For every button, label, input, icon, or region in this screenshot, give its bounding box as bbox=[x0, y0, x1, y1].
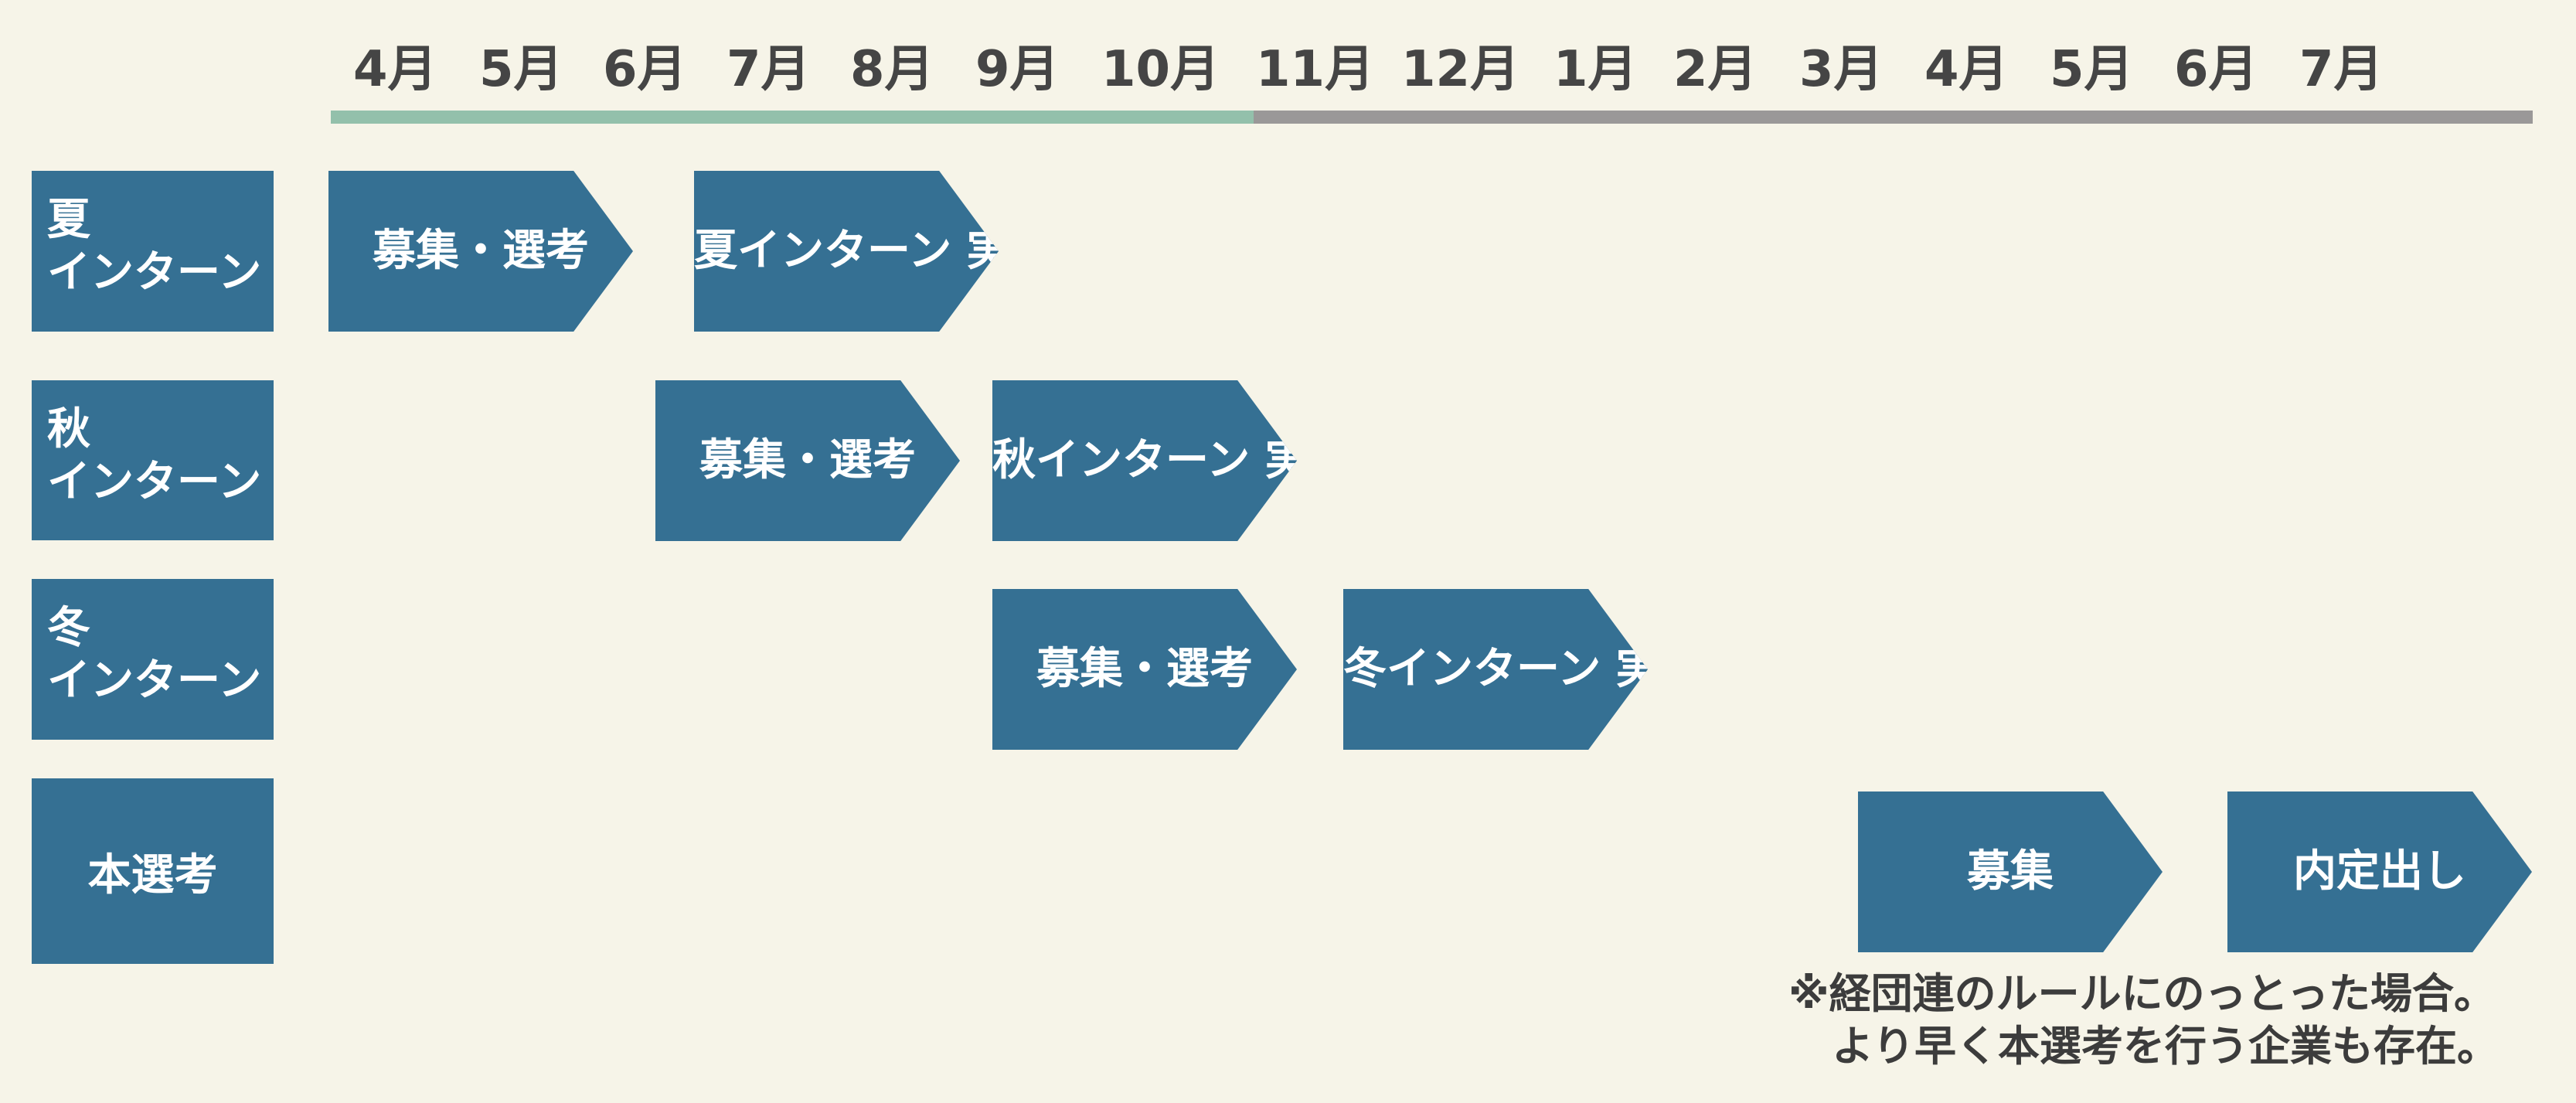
phase-label: 募集・選考 bbox=[1036, 644, 1253, 694]
row-label-autumn-internship: 秋 インターン bbox=[32, 380, 274, 540]
footnote-line2: より早く本選考を行う企業も存在。 bbox=[1832, 1022, 2499, 1071]
month-label: 7月 bbox=[2299, 41, 2384, 98]
month-label: 4月 bbox=[353, 41, 437, 98]
phase-label-line1: 夏インターン bbox=[694, 226, 952, 276]
phase-label-line2: 実施 bbox=[1264, 435, 1352, 485]
row-label-line1: 冬 bbox=[47, 603, 90, 653]
month-label: 10月 bbox=[1101, 41, 1220, 98]
row-label-main-selection: 本選考 bbox=[32, 778, 274, 964]
phase-label-line1: 秋インターン bbox=[992, 435, 1251, 485]
footnote: ※経団連のルールにのっとった場合。 より早く本選考を行う企業も存在。 bbox=[1788, 968, 2499, 1073]
month-label: 6月 bbox=[603, 41, 687, 98]
row-label-text: 本選考 bbox=[87, 849, 218, 900]
month-label: 8月 bbox=[850, 41, 934, 98]
phase-arrow-winter-internship: 冬インターン 実施 bbox=[1343, 589, 1648, 750]
row-label-line2: インターン bbox=[47, 247, 262, 298]
month-label: 11月 bbox=[1256, 41, 1375, 98]
phase-label: 内定出し bbox=[2293, 846, 2466, 897]
row-label-line1: 秋 bbox=[47, 404, 90, 454]
month-label: 1月 bbox=[1553, 41, 1638, 98]
phase-arrow-autumn-recruitment: 募集・選考 bbox=[655, 380, 960, 541]
phase-arrow-summer-internship: 夏インターン 実施 bbox=[694, 171, 999, 332]
phase-arrow-job-offer: 内定出し bbox=[2227, 792, 2532, 952]
phase-arrow-autumn-internship: 秋インターン 実施 bbox=[992, 380, 1297, 541]
row-label-line2: インターン bbox=[47, 457, 262, 507]
phase-arrow-winter-recruitment: 募集・選考 bbox=[992, 589, 1297, 750]
month-label: 4月 bbox=[1924, 41, 2009, 98]
phase-label-line2: 実施 bbox=[966, 226, 1053, 276]
month-label: 5月 bbox=[2050, 41, 2134, 98]
month-label: 5月 bbox=[479, 41, 563, 98]
timeline-bar-first-year bbox=[331, 111, 1254, 124]
phase-label: 募集・選考 bbox=[373, 226, 589, 276]
month-label: 7月 bbox=[727, 41, 811, 98]
row-label-line1: 夏 bbox=[47, 195, 90, 245]
phase-label-line1: 冬インターン bbox=[1343, 644, 1601, 694]
phase-arrow-summer-recruitment: 募集・選考 bbox=[328, 171, 633, 332]
timeline-bar-second-year bbox=[1254, 111, 2533, 124]
row-label-summer-internship: 夏 インターン bbox=[32, 171, 274, 332]
row-label-line2: インターン bbox=[47, 655, 262, 706]
month-label: 9月 bbox=[975, 41, 1060, 98]
phase-label: 募集 bbox=[1967, 846, 2054, 897]
footnote-line1: ※経団連のルールにのっとった場合。 bbox=[1788, 969, 2496, 1018]
month-label: 2月 bbox=[1673, 41, 1758, 98]
month-label: 3月 bbox=[1799, 41, 1884, 98]
row-label-winter-internship: 冬 インターン bbox=[32, 579, 274, 740]
month-label: 12月 bbox=[1401, 41, 1520, 98]
phase-label-line2: 実施 bbox=[1615, 644, 1703, 694]
month-label: 6月 bbox=[2174, 41, 2258, 98]
phase-label: 募集・選考 bbox=[699, 435, 916, 485]
phase-arrow-main-recruitment: 募集 bbox=[1858, 792, 2163, 952]
